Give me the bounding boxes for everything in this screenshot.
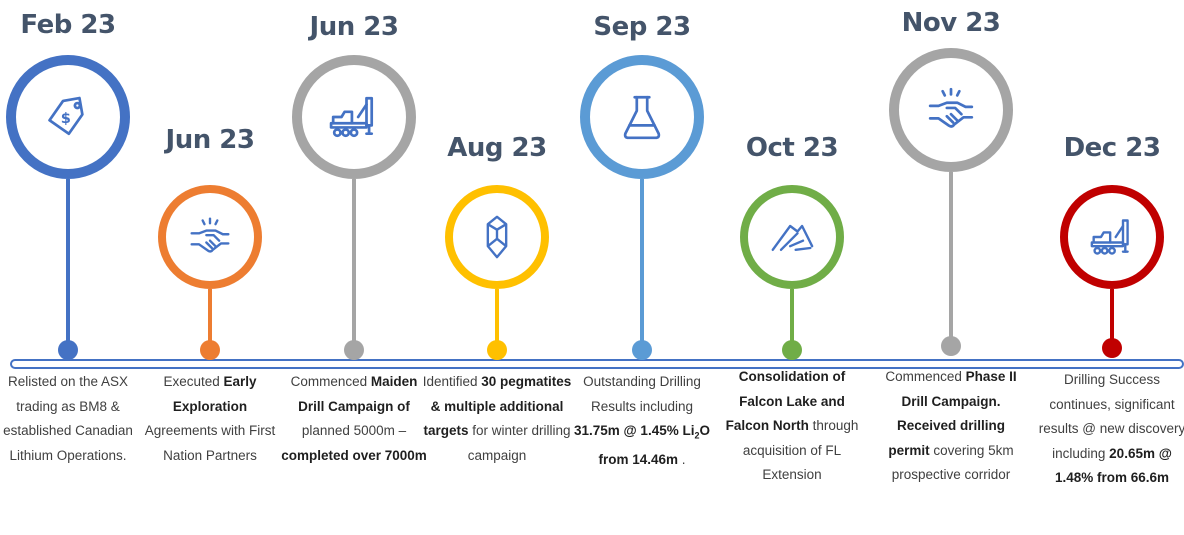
description-text: Commenced <box>290 374 371 389</box>
milestone-date: Sep 23 <box>593 12 691 42</box>
description-text: covering 5km prospective corridor <box>891 442 1014 483</box>
milestone-connector <box>352 179 356 355</box>
timeline-marker <box>1102 338 1122 358</box>
description-text: Identified <box>422 374 482 389</box>
milestone-connector <box>1110 289 1114 353</box>
milestone-date: Oct 23 <box>745 133 839 163</box>
svg-text:$: $ <box>61 110 71 127</box>
milestone-ring <box>445 185 549 289</box>
timeline-marker <box>487 340 507 360</box>
milestone-date: Dec 23 <box>1063 133 1161 163</box>
description-highlight: 31.75m @ 1.45% Li <box>573 423 695 439</box>
description-text: through acquisition of FL Extension <box>742 418 859 483</box>
timeline-marker <box>782 340 802 360</box>
description-text: Relisted on the ASX trading as BM8 & est… <box>3 374 133 463</box>
description-text: Outstanding Drilling Results including <box>583 374 701 414</box>
description-highlight: Early Exploration <box>172 374 257 414</box>
timeline-marker <box>58 340 78 360</box>
milestone-description: Commenced Phase II Drill Campaign. Recei… <box>876 365 1026 488</box>
milestone-ring <box>740 185 844 289</box>
milestone-date: Nov 23 <box>901 8 1001 38</box>
milestone-ring <box>1060 185 1164 289</box>
description-highlight: O from 14.46m <box>598 423 710 468</box>
description-highlight: 20.65m @ 1.48% from 66.6m <box>1054 445 1172 486</box>
milestone-connector <box>790 289 794 355</box>
milestone-ring: $ <box>6 55 130 179</box>
description-highlight: 30 pegmatites & multiple additional targ… <box>423 374 572 439</box>
milestone-ring <box>158 185 262 289</box>
milestone-ring <box>580 55 704 179</box>
milestone-date: Feb 23 <box>20 10 116 40</box>
timeline-axis <box>10 359 1184 369</box>
milestone-ring <box>292 55 416 179</box>
description-highlight: completed over 7000m <box>281 447 427 463</box>
timeline-marker <box>632 340 652 360</box>
milestone-description: Drilling Success continues, significant … <box>1037 368 1184 491</box>
description-text: for winter drilling campaign <box>467 423 571 463</box>
milestone-description: Relisted on the ASX trading as BM8 & est… <box>0 370 143 468</box>
milestone-date: Jun 23 <box>165 125 255 155</box>
description-text: Agreements with First Nation Partners <box>144 423 276 463</box>
milestone-ring <box>889 48 1013 172</box>
description-highlight: 2 <box>694 430 700 441</box>
description-highlight: Consolidation of Falcon Lake and Falcon … <box>725 369 846 434</box>
milestone-date: Aug 23 <box>447 133 547 163</box>
milestone-connector <box>495 289 499 355</box>
description-text: Drilling Success continues, significant … <box>1038 372 1184 461</box>
description-highlight: Maiden Drill Campaign of <box>298 374 418 414</box>
milestone-description: Outstanding Drilling Results including 3… <box>567 370 717 473</box>
timeline-marker <box>941 336 961 356</box>
timeline-marker <box>200 340 220 360</box>
milestone-connector <box>208 289 212 355</box>
milestone-connector <box>949 172 953 351</box>
milestone-connector <box>640 179 644 355</box>
description-text: Commenced <box>885 369 966 384</box>
description-text: Executed <box>163 374 224 389</box>
milestone-description: Identified 30 pegmatites & multiple addi… <box>422 370 572 468</box>
description-text: . <box>678 452 686 468</box>
description-highlight: Phase II Drill Campaign. Received drilli… <box>888 369 1017 458</box>
milestone-date: Jun 23 <box>309 12 399 42</box>
description-text: planned 5000m – <box>301 423 407 439</box>
milestone-description: Executed Early Exploration Agreements wi… <box>135 370 285 468</box>
timeline-marker <box>344 340 364 360</box>
milestone-description: Commenced Maiden Drill Campaign of plann… <box>279 370 429 468</box>
milestone-description: Consolidation of Falcon Lake and Falcon … <box>717 365 867 488</box>
milestone-connector <box>66 179 70 355</box>
